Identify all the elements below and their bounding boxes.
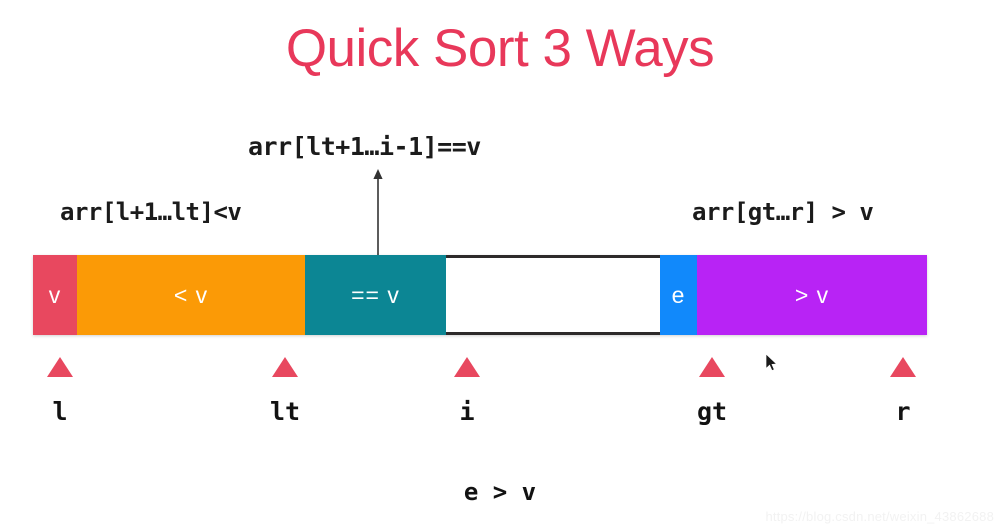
bar-segment-equal: == v: [305, 255, 446, 335]
bar-segment-label: e: [671, 281, 686, 308]
bar-segment-greater: > v: [697, 255, 927, 335]
marker-i: i: [437, 357, 497, 424]
page-title: Quick Sort 3 Ways: [285, 19, 715, 78]
bar-segment-label: < v: [173, 281, 209, 308]
mouse-cursor-icon: [765, 353, 778, 372]
bar-segment-label: > v: [794, 281, 830, 308]
bar-segment-label: == v: [351, 281, 400, 308]
marker-gt: gt: [682, 357, 742, 424]
annotation-greater-range: arr[gt…r] > v: [692, 198, 874, 226]
bar-segment-pivot: v: [33, 255, 77, 335]
marker-lt: lt: [255, 357, 315, 424]
partition-bar: v < v == v e > v: [33, 255, 927, 335]
triangle-up-icon: [699, 357, 725, 377]
triangle-up-icon: [47, 357, 73, 377]
triangle-up-icon: [454, 357, 480, 377]
marker-label: r: [895, 397, 911, 426]
bar-segment-label: v: [48, 281, 62, 308]
footer-note: e > v: [463, 478, 537, 506]
bar-segment-unknown: [446, 255, 660, 335]
marker-label: gt: [696, 397, 728, 426]
triangle-up-icon: [272, 357, 298, 377]
annotation-less-range: arr[l+1…lt]<v: [60, 198, 242, 226]
bar-segment-less: < v: [77, 255, 305, 335]
marker-label: lt: [269, 397, 301, 426]
annotation-equal-range: arr[lt+1…i-1]==v: [248, 132, 481, 161]
up-arrow-icon: [373, 169, 383, 258]
marker-label: l: [52, 397, 68, 426]
bar-segment-current: e: [660, 255, 697, 335]
marker-r: r: [873, 357, 933, 424]
marker-l: l: [30, 357, 90, 424]
marker-label: i: [459, 397, 475, 426]
triangle-up-icon: [890, 357, 916, 377]
watermark: https://blog.csdn.net/weixin_43862688: [765, 509, 994, 524]
